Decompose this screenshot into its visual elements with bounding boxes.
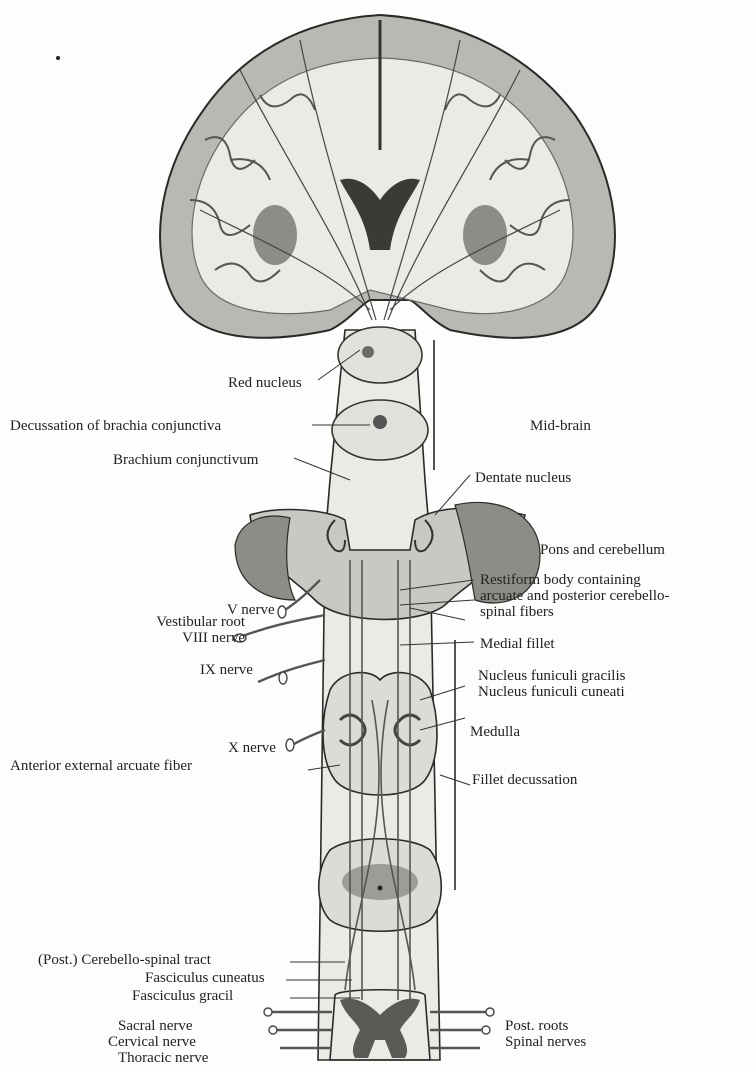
region-brackets [434,340,455,890]
label-fillet-decussation: Fillet decussation [472,772,577,788]
label-decussation: Decussation of brachia conjunctiva [10,418,221,434]
label-post-cerebello-spinal: (Post.) Cerebello-spinal tract [38,952,211,968]
ix-nerve-root [258,660,325,682]
basal-ganglia-left [253,205,297,265]
label-brachium: Brachium conjunctivum [113,452,258,468]
label-viii-nerve: VIII nerve [80,630,245,646]
label-mid-brain: Mid-brain [530,418,591,434]
label-cervical-nerve: Cervical nerve [108,1034,196,1050]
label-medulla: Medulla [470,724,520,740]
label-pons: Pons and cerebellum [540,542,665,558]
label-red-nucleus: Red nucleus [228,375,302,391]
label-anterior-arcuate: Anterior external arcuate fiber [10,758,192,774]
label-dentate: Dentate nucleus [475,470,571,486]
label-x-nerve: X nerve [228,740,276,756]
label-thoracic-nerve: Thoracic nerve [118,1050,208,1066]
lower-medulla-section [319,839,442,932]
label-restiform-2: arcuate and posterior cerebello- [480,588,669,604]
medulla-outline [323,673,437,795]
label-fasciculus-cuneatus: Fasciculus cuneatus [145,970,265,986]
label-medial-fillet: Medial fillet [480,636,555,652]
label-post-roots: Post. roots [505,1018,568,1034]
label-ix-nerve: IX nerve [200,662,253,678]
label-restiform-1: Restiform body containing [480,572,641,588]
medulla-section [323,673,437,795]
lower-medulla-gray [342,864,418,900]
cerebrum-section [160,15,615,338]
label-vestibular-root: Vestibular root [80,614,245,630]
label-spinal-nerves: Spinal nerves [505,1034,586,1050]
midbrain-section-1 [338,327,422,383]
cerebellum-left-lobe [235,516,295,600]
basal-ganglia-right [463,205,507,265]
label-cuneati: Nucleus funiculi cuneati [478,684,625,700]
decussation-dot [373,415,387,429]
label-restiform-3: spinal fibers [480,604,554,620]
label-sacral-nerve: Sacral nerve [118,1018,193,1034]
label-fasciculus-gracil: Fasciculus gracil [132,988,233,1004]
central-canal [378,886,383,891]
red-nucleus-dot [362,346,374,358]
midbrain-section-2 [332,400,428,460]
print-dot [56,56,60,60]
label-gracilis: Nucleus funiculi gracilis [478,668,625,684]
